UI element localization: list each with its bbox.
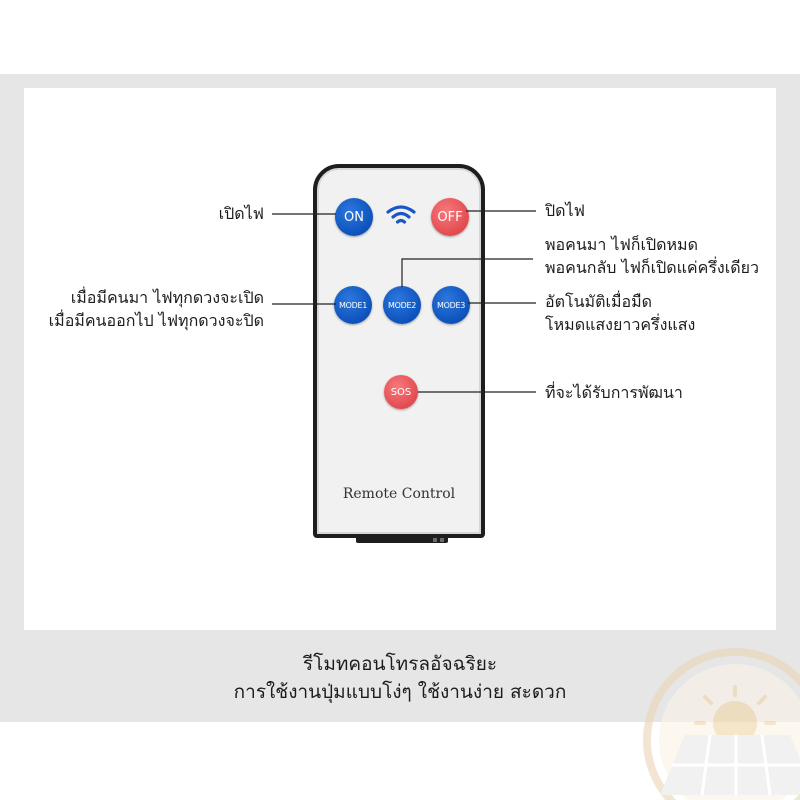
mode3-button-label: MODE3 (436, 300, 465, 310)
mode3-label: อัตโนมัติเมื่อมืด โหมดแสงยาวครึ่งแสง (545, 290, 695, 336)
off-button-label: OFF (437, 209, 463, 225)
sos-button-label: SOS (390, 386, 412, 398)
sos-button[interactable]: SOS (384, 375, 418, 409)
remote-brand-text: Remote Control (342, 486, 456, 502)
mode3-button[interactable]: MODE3 (432, 286, 470, 324)
mode1-button[interactable]: MODE1 (334, 286, 372, 324)
remote-notch (440, 538, 444, 542)
mode1-button-label: MODE1 (338, 300, 367, 310)
solar-panel-logo-icon (643, 648, 800, 800)
mode2-label-line-1: พอคนมา ไฟก็เปิดหมด (545, 235, 698, 254)
remote-bottom-edge (356, 537, 448, 543)
sos-label: ที่จะได้รับการพัฒนา (545, 383, 683, 402)
mode1-label: เมื่อมีคนมา ไฟทุกดวงจะเปิด เมื่อมีคนออกไ… (49, 286, 264, 332)
wifi-icon (386, 205, 416, 224)
mode3-label-line-2: โหมดแสงยาวครึ่งแสง (545, 315, 696, 334)
off-button[interactable]: OFF (431, 198, 469, 236)
mode2-button-label: MODE2 (387, 300, 416, 310)
remote-notch (433, 538, 437, 542)
caption-line-2: การใช้งานปุ่มแบบโง่ๆ ใช้งานง่าย สะดวก (233, 681, 567, 703)
mode2-label-line-2: พอคนกลับ ไฟก็เปิดแค่ครึ่งเดียว (545, 258, 759, 277)
mode3-label-line-1: อัตโนมัติเมื่อมืด (545, 292, 653, 311)
on-label: เปิดไฟ (218, 204, 264, 223)
on-button[interactable]: ON (335, 198, 373, 236)
on-button-label: ON (344, 209, 364, 225)
mode1-label-line-2: เมื่อมีคนออกไป ไฟทุกดวงจะปิด (48, 311, 264, 330)
off-label: ปิดไฟ (545, 201, 585, 220)
mode1-label-line-1: เมื่อมีคนมา ไฟทุกดวงจะเปิด (70, 288, 264, 307)
mode2-label: พอคนมา ไฟก็เปิดหมด พอคนกลับ ไฟก็เปิดแค่ค… (545, 233, 759, 279)
mode2-button[interactable]: MODE2 (383, 286, 421, 324)
caption-line-1: รีโมทคอนโทรลอัจฉริยะ (302, 653, 498, 675)
